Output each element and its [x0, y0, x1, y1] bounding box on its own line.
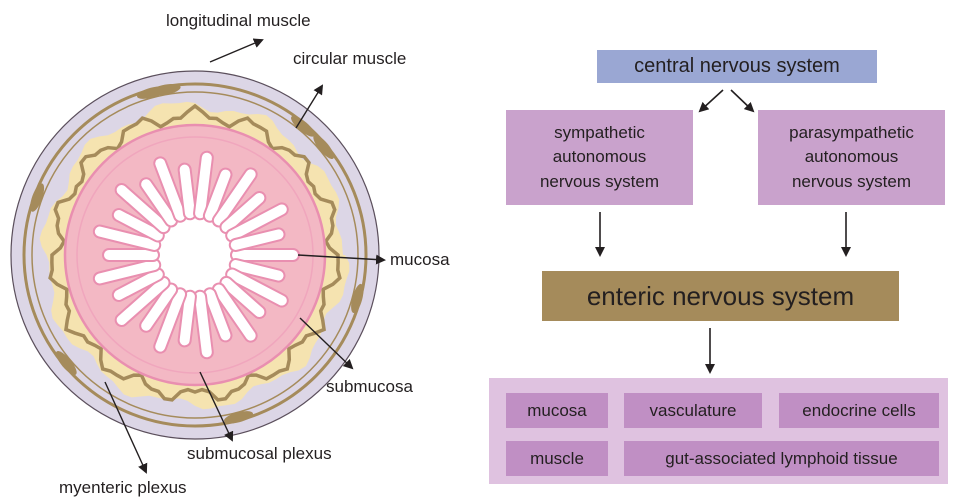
arrow-cns-to-parasympathetic — [731, 90, 753, 111]
enteric-nervous-system-label: enteric nervous system — [587, 281, 854, 312]
target-vasculature: vasculature — [624, 393, 762, 428]
sympathetic-line-2: autonomous — [540, 145, 659, 170]
central-nervous-system-label: central nervous system — [634, 55, 840, 78]
parasympathetic-line-1: parasympathetic — [789, 121, 914, 146]
parasympathetic-line-2: autonomous — [789, 145, 914, 170]
target-galt-label: gut-associated lymphoid tissue — [665, 449, 897, 469]
central-nervous-system-box: central nervous system — [597, 50, 877, 83]
sympathetic-box: sympathetic autonomous nervous system — [506, 110, 693, 205]
parasympathetic-box: parasympathetic autonomous nervous syste… — [758, 110, 945, 205]
target-mucosa-label: mucosa — [527, 401, 587, 421]
parasympathetic-line-3: nervous system — [789, 170, 914, 195]
target-mucosa: mucosa — [506, 393, 608, 428]
target-vasculature-label: vasculature — [650, 401, 737, 421]
target-endocrine-cells-label: endocrine cells — [802, 401, 915, 421]
sympathetic-line-1: sympathetic — [540, 121, 659, 146]
target-galt: gut-associated lymphoid tissue — [624, 441, 939, 476]
arrow-cns-to-sympathetic — [700, 90, 723, 111]
enteric-nervous-system-box: enteric nervous system — [542, 271, 899, 321]
targets-panel: mucosa vasculature endocrine cells muscl… — [489, 378, 948, 484]
target-endocrine-cells: endocrine cells — [779, 393, 939, 428]
sympathetic-line-3: nervous system — [540, 170, 659, 195]
target-muscle: muscle — [506, 441, 608, 476]
target-muscle-label: muscle — [530, 449, 584, 469]
